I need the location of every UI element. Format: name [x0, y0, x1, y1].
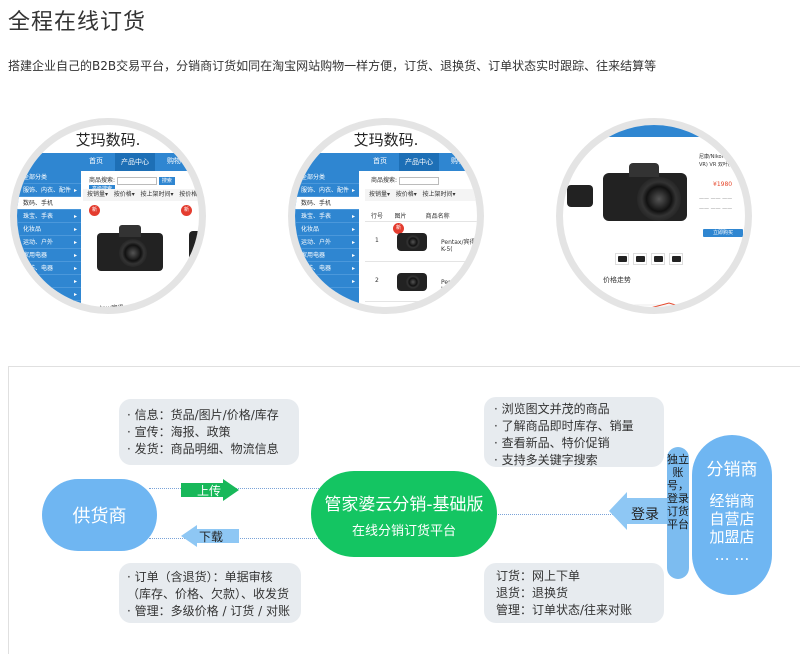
page-title: 全程在线订货 — [8, 10, 147, 35]
platform-subtitle: 在线分销订货平台 — [351, 523, 456, 539]
screenshot-product-list: 艾玛数码. 首页 产品中心 购物车 全部分类 服饰、内衣、配件▸ 数码、手机 珠… — [10, 118, 206, 314]
independent-account-pill: 独立账号，登录订货平台 — [667, 447, 689, 579]
store-navbar: 首页 产品中心 购物车 — [295, 153, 477, 171]
nav-products: 产品中心 — [399, 153, 439, 171]
search-row: 商品搜索: 搜索 高级搜索 — [89, 175, 199, 193]
supplier-order-bubble: · 订单（含退货）：单据审核 （库存、价格、欠款）、收发货 · 管理：多级价格 … — [119, 563, 301, 623]
store-brand: 艾玛数码. — [75, 131, 141, 149]
search-row: 商品搜索: — [371, 175, 439, 185]
category-item: 运动、户外▸ — [295, 236, 359, 249]
category-item: 珠宝、手表▸ — [17, 210, 81, 223]
table-row: 1 — [375, 237, 379, 244]
category-item: 家用电器▸ — [295, 249, 359, 262]
login-arrow — [609, 492, 675, 530]
distributor-type: 经销商 — [709, 492, 755, 510]
thumbnail — [651, 253, 665, 265]
category-sidebar: 全部分类 服饰、内衣、配件▸ 数码、手机 珠宝、手表▸ 化妆品▸ 运动、户外▸ … — [295, 171, 359, 307]
download-arrow — [181, 525, 239, 547]
category-item: 化妆品▸ — [17, 223, 81, 236]
download-label: 下载 — [199, 530, 224, 544]
store-navbar: 首页 产品中心 购物车 — [17, 153, 199, 171]
detail-topbar — [563, 125, 745, 137]
category-item: 服饰、内衣、配件▸ — [295, 184, 359, 197]
nav-home: 首页 — [373, 157, 387, 165]
price-trend-title: 价格走势 — [603, 276, 631, 284]
detail-buy-button: 立即购买 — [703, 229, 743, 237]
detail-price: ¥1980 — [713, 181, 733, 188]
distributor-type: 自营店 — [709, 510, 755, 528]
category-item: 家用电器▸ — [17, 249, 81, 262]
table-row: 2 — [375, 277, 379, 284]
upload-arrow — [181, 479, 239, 501]
upload-label: 上传 — [197, 484, 222, 498]
nav-cart: 购物车 — [167, 157, 188, 165]
category-item: 建材▸ — [17, 275, 81, 288]
category-item: 珠宝、手表▸ — [295, 210, 359, 223]
detail-product-name: 尼康/Nikon D3100单反VR) VR 双叶(镜头) — [699, 154, 752, 168]
category-item: 运动、户外▸ — [17, 236, 81, 249]
category-item: 零食▸ — [17, 288, 81, 301]
category-item: 建材▸ — [295, 275, 359, 288]
supplier-node: 供货商 — [42, 479, 157, 551]
category-sidebar: 全部分类 服饰、内衣、配件▸ 数码、手机 珠宝、手表▸ 化妆品▸ 运动、户外▸ … — [17, 171, 81, 307]
product-caption: Pentax/宾得 K-50套机(18-5 — [89, 305, 167, 312]
distributor-type: … … — [714, 546, 750, 564]
platform-node: 管家婆云分销-基础版 在线分销订货平台 — [311, 471, 497, 557]
distributor-browse-bubble: · 浏览图文并茂的商品 · 了解商品即时库存、销量 · 查看新品、特价促销 · … — [484, 397, 664, 467]
page-description: 搭建企业自己的B2B交易平台，分销商订货如同在淘宝网站购物一样方便，订货、退换货… — [8, 59, 657, 73]
distributor-title: 分销商 — [706, 460, 758, 480]
thumbnail — [633, 253, 647, 265]
category-item: 数码、手机 — [17, 197, 81, 210]
new-badge: 新 — [89, 205, 100, 216]
screenshot-product-detail: 尼康/Nikon D3100单反VR) VR 双叶(镜头) ¥1980 —— —… — [556, 118, 752, 314]
supplier-info-bubble: · 信息：货品/图片/价格/库存 · 宣传：海报、政策 · 发货：商品明细、物流… — [119, 399, 299, 465]
category-item: 化妆品▸ — [295, 223, 359, 236]
table-cell-name: Pentax/宾得 K-5( — [441, 279, 476, 293]
platform-name: 管家婆云分销-基础版 — [324, 494, 484, 515]
distributor-type: 加盟店 — [709, 528, 755, 546]
category-item: 服饰、内衣、配件▸ — [17, 184, 81, 197]
price-trend-chart — [599, 296, 745, 307]
supplier-label: 供货商 — [72, 506, 127, 527]
nav-cart: 购物车 — [451, 157, 472, 165]
thumbnail — [669, 253, 683, 265]
login-label: 登录 — [631, 507, 659, 523]
category-item: 数码、手机 — [295, 197, 359, 210]
new-badge: 新 — [393, 223, 404, 234]
category-item: 家纺、电器▸ — [17, 262, 81, 275]
category-item: 全部分类 — [17, 171, 81, 184]
nav-products: 产品中心 — [115, 153, 155, 171]
table-cell-name: Pentax/宾得 K-5( — [441, 239, 476, 253]
store-brand: 艾玛数码. — [353, 131, 419, 149]
screenshot-product-table: 艾玛数码. 首页 产品中心 购物车 全部分类 服饰、内衣、配件▸ 数码、手机 珠… — [288, 118, 484, 314]
category-item: 家纺、电器▸ — [295, 262, 359, 275]
sort-row: 按销量▾ 按价格▾ 按上架时间▾ 按价格 — [83, 189, 199, 201]
sort-row: 按销量▾ 按价格▾ 按上架时间▾ — [365, 189, 477, 201]
distributor-node: 分销商 经销商 自营店 加盟店 … … — [692, 435, 772, 595]
flow-diagram: · 信息：货品/图片/价格/库存 · 宣传：海报、政策 · 发货：商品明细、物流… — [8, 366, 800, 654]
category-item: 全部分类 — [295, 171, 359, 184]
distributor-order-bubble: 订货：网上下单 退货：退换货 管理：订单状态/往来对账 — [484, 563, 664, 623]
new-badge: 新 — [181, 205, 192, 216]
nav-home: 首页 — [89, 157, 103, 165]
table-header: 行号 图片 商品名称 — [371, 213, 450, 220]
thumbnail — [615, 253, 629, 265]
